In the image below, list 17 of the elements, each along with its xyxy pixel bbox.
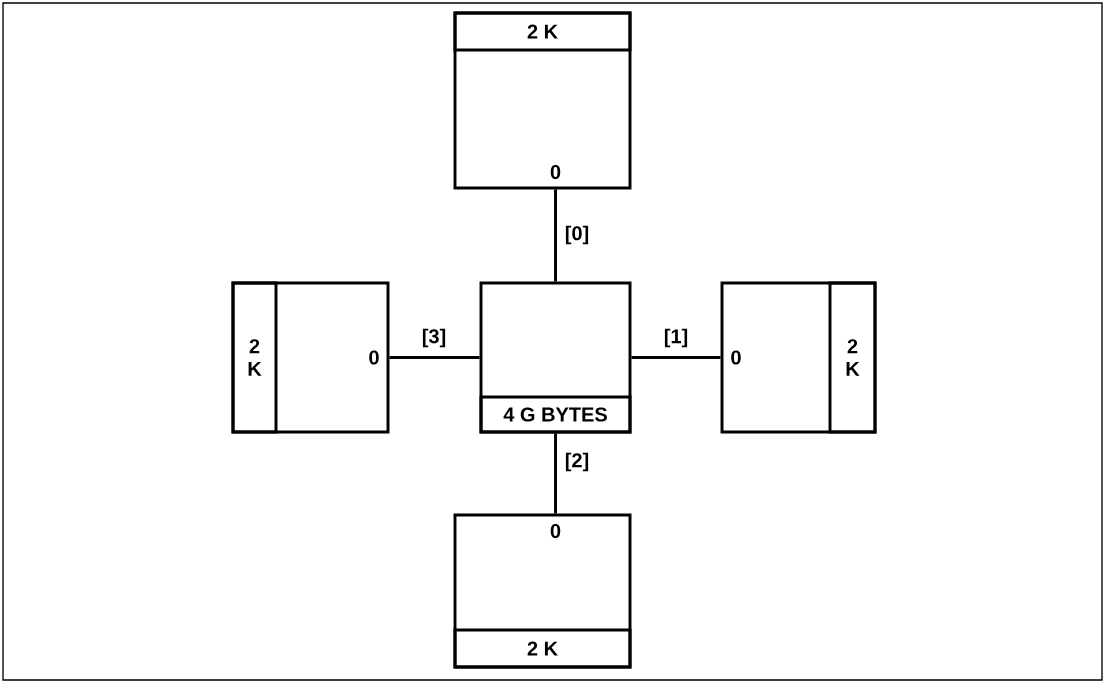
- edge-label: [1]: [662, 327, 690, 349]
- edge-label: [3]: [420, 327, 448, 349]
- connector-line: [631, 356, 721, 359]
- edge-label: [2]: [563, 451, 591, 473]
- connector-line: [554, 189, 557, 282]
- port-label: 0: [550, 523, 561, 539]
- size-band: 2 K: [453, 628, 632, 669]
- size-band: 2 K: [453, 11, 632, 52]
- size-band: 4 G BYTES: [479, 395, 632, 434]
- size-band: 2 K: [231, 281, 278, 434]
- port-label: 0: [731, 350, 741, 365]
- connector-line: [554, 433, 557, 514]
- edge-label: [0]: [563, 224, 591, 246]
- port-label: 0: [550, 164, 561, 180]
- port-label: 0: [369, 350, 379, 365]
- connector-line: [389, 356, 480, 359]
- size-band: 2 K: [828, 281, 877, 434]
